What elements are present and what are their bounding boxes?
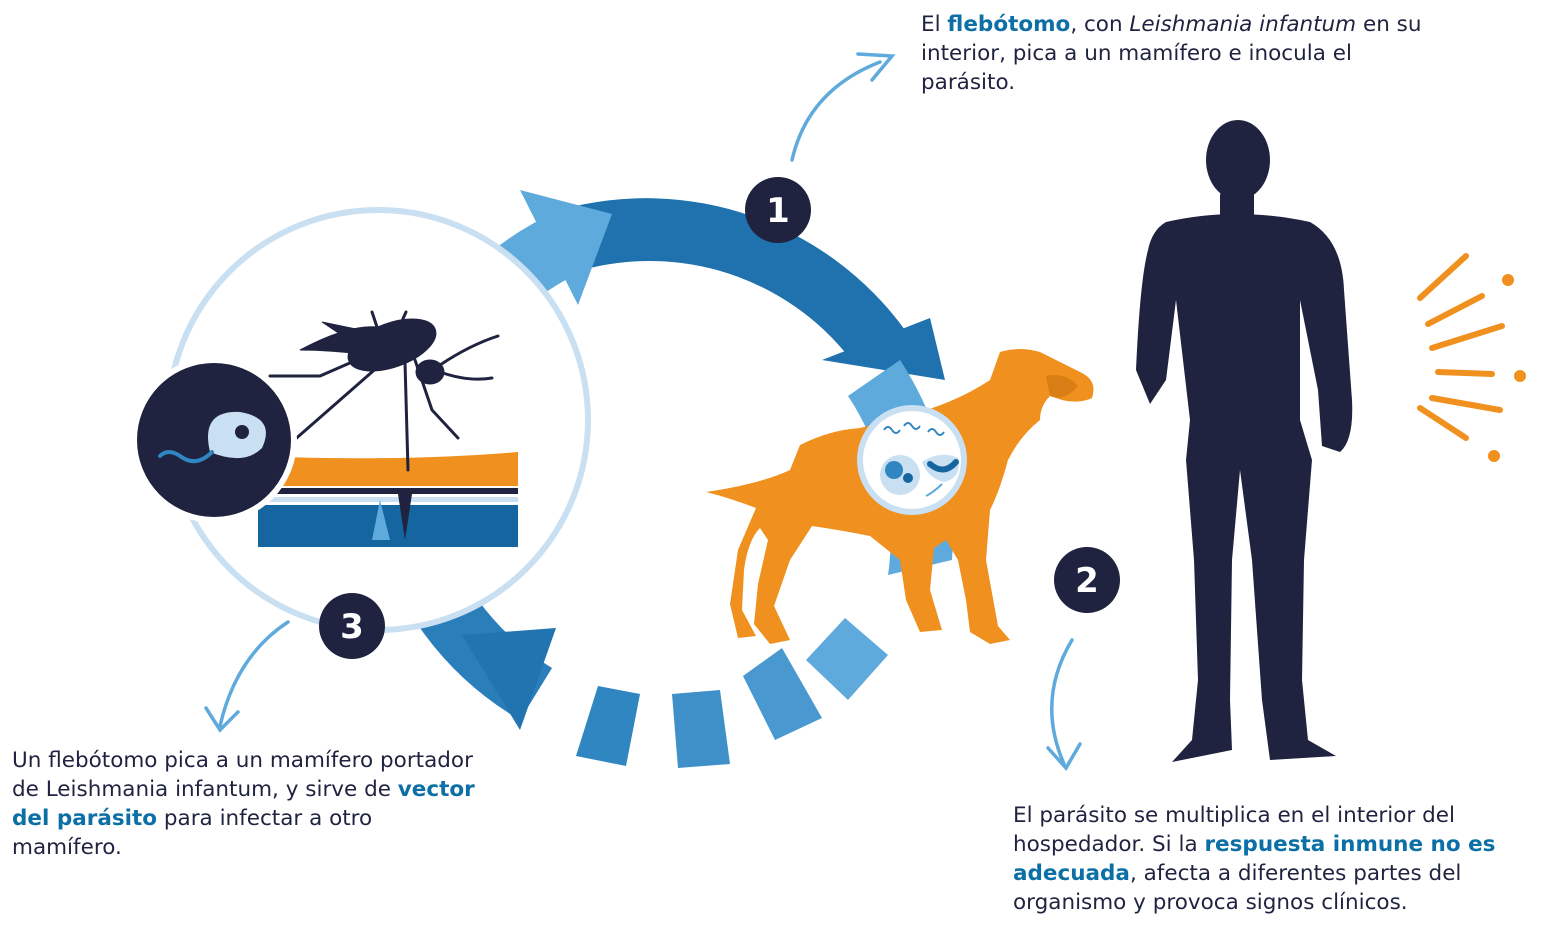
caption-highlight: respuesta inmune no es adecuada	[1013, 832, 1496, 886]
cycle-arrowhead-bottom	[462, 628, 556, 730]
step-number: 3	[340, 607, 364, 647]
cycle-dash	[743, 648, 822, 740]
caption-text: , con	[1070, 12, 1130, 37]
radiating-lines-icon	[1417, 253, 1526, 462]
step-badge-1: 1	[745, 177, 811, 243]
caption-text: Un flebótomo pica a un mamífero portador…	[12, 748, 473, 802]
leishmania-promastigote-icon	[131, 357, 297, 523]
step-2-caption: El parásito se multiplica en el interior…	[1013, 801, 1551, 917]
step-1-caption: El flebótomo, con Leishmania infantum en…	[921, 10, 1441, 97]
pointer-arrows	[204, 52, 1082, 771]
cycle-dash	[576, 686, 640, 766]
cycle-arrowhead-top	[520, 190, 612, 305]
caption-text: en su interior, pica a un mamífero e ino…	[921, 12, 1422, 95]
pointer-arrow-3-head	[204, 706, 240, 733]
cycle-dash	[672, 690, 730, 768]
step-badge-3: 3	[319, 593, 385, 659]
pointer-arrow-2-head	[1046, 742, 1082, 771]
proboscis-tip	[398, 494, 412, 540]
cycle-dashes	[576, 618, 888, 768]
vector-bite-panel	[165, 207, 591, 633]
skin-layer	[258, 452, 518, 486]
caption-highlight: flebótomo	[947, 12, 1071, 37]
cycle-arrowhead-right	[822, 318, 945, 380]
caption-italic: Leishmania infantum	[1129, 12, 1357, 37]
sandfly-icon	[268, 310, 500, 472]
caption-text: , afecta a diferentes partes del organis…	[1013, 861, 1462, 915]
human-silhouette-icon	[1136, 120, 1353, 762]
pointer-arrow-1	[790, 60, 882, 162]
step-number: 2	[1075, 561, 1099, 601]
step-badge-2: 2	[1054, 547, 1120, 613]
caption-text: El parásito se multiplica en el interior…	[1013, 803, 1455, 857]
caption-text: El	[921, 12, 948, 37]
pointer-arrow-2	[1050, 638, 1074, 766]
pointer-arrow-3	[218, 620, 290, 728]
inoculation-drop	[372, 500, 390, 540]
step-3-caption: Un flebótomo pica a un mamífero portador…	[12, 746, 482, 862]
step-number: 1	[766, 191, 790, 231]
caption-highlight: vector del parásito	[12, 777, 475, 831]
cycle-arc-top	[560, 198, 905, 365]
cycle-dash	[806, 618, 888, 700]
caption-text: para infectar a otro mamífero.	[12, 806, 373, 860]
pointer-arrow-1-head	[856, 52, 896, 82]
amastigote-cells-icon	[857, 405, 967, 515]
